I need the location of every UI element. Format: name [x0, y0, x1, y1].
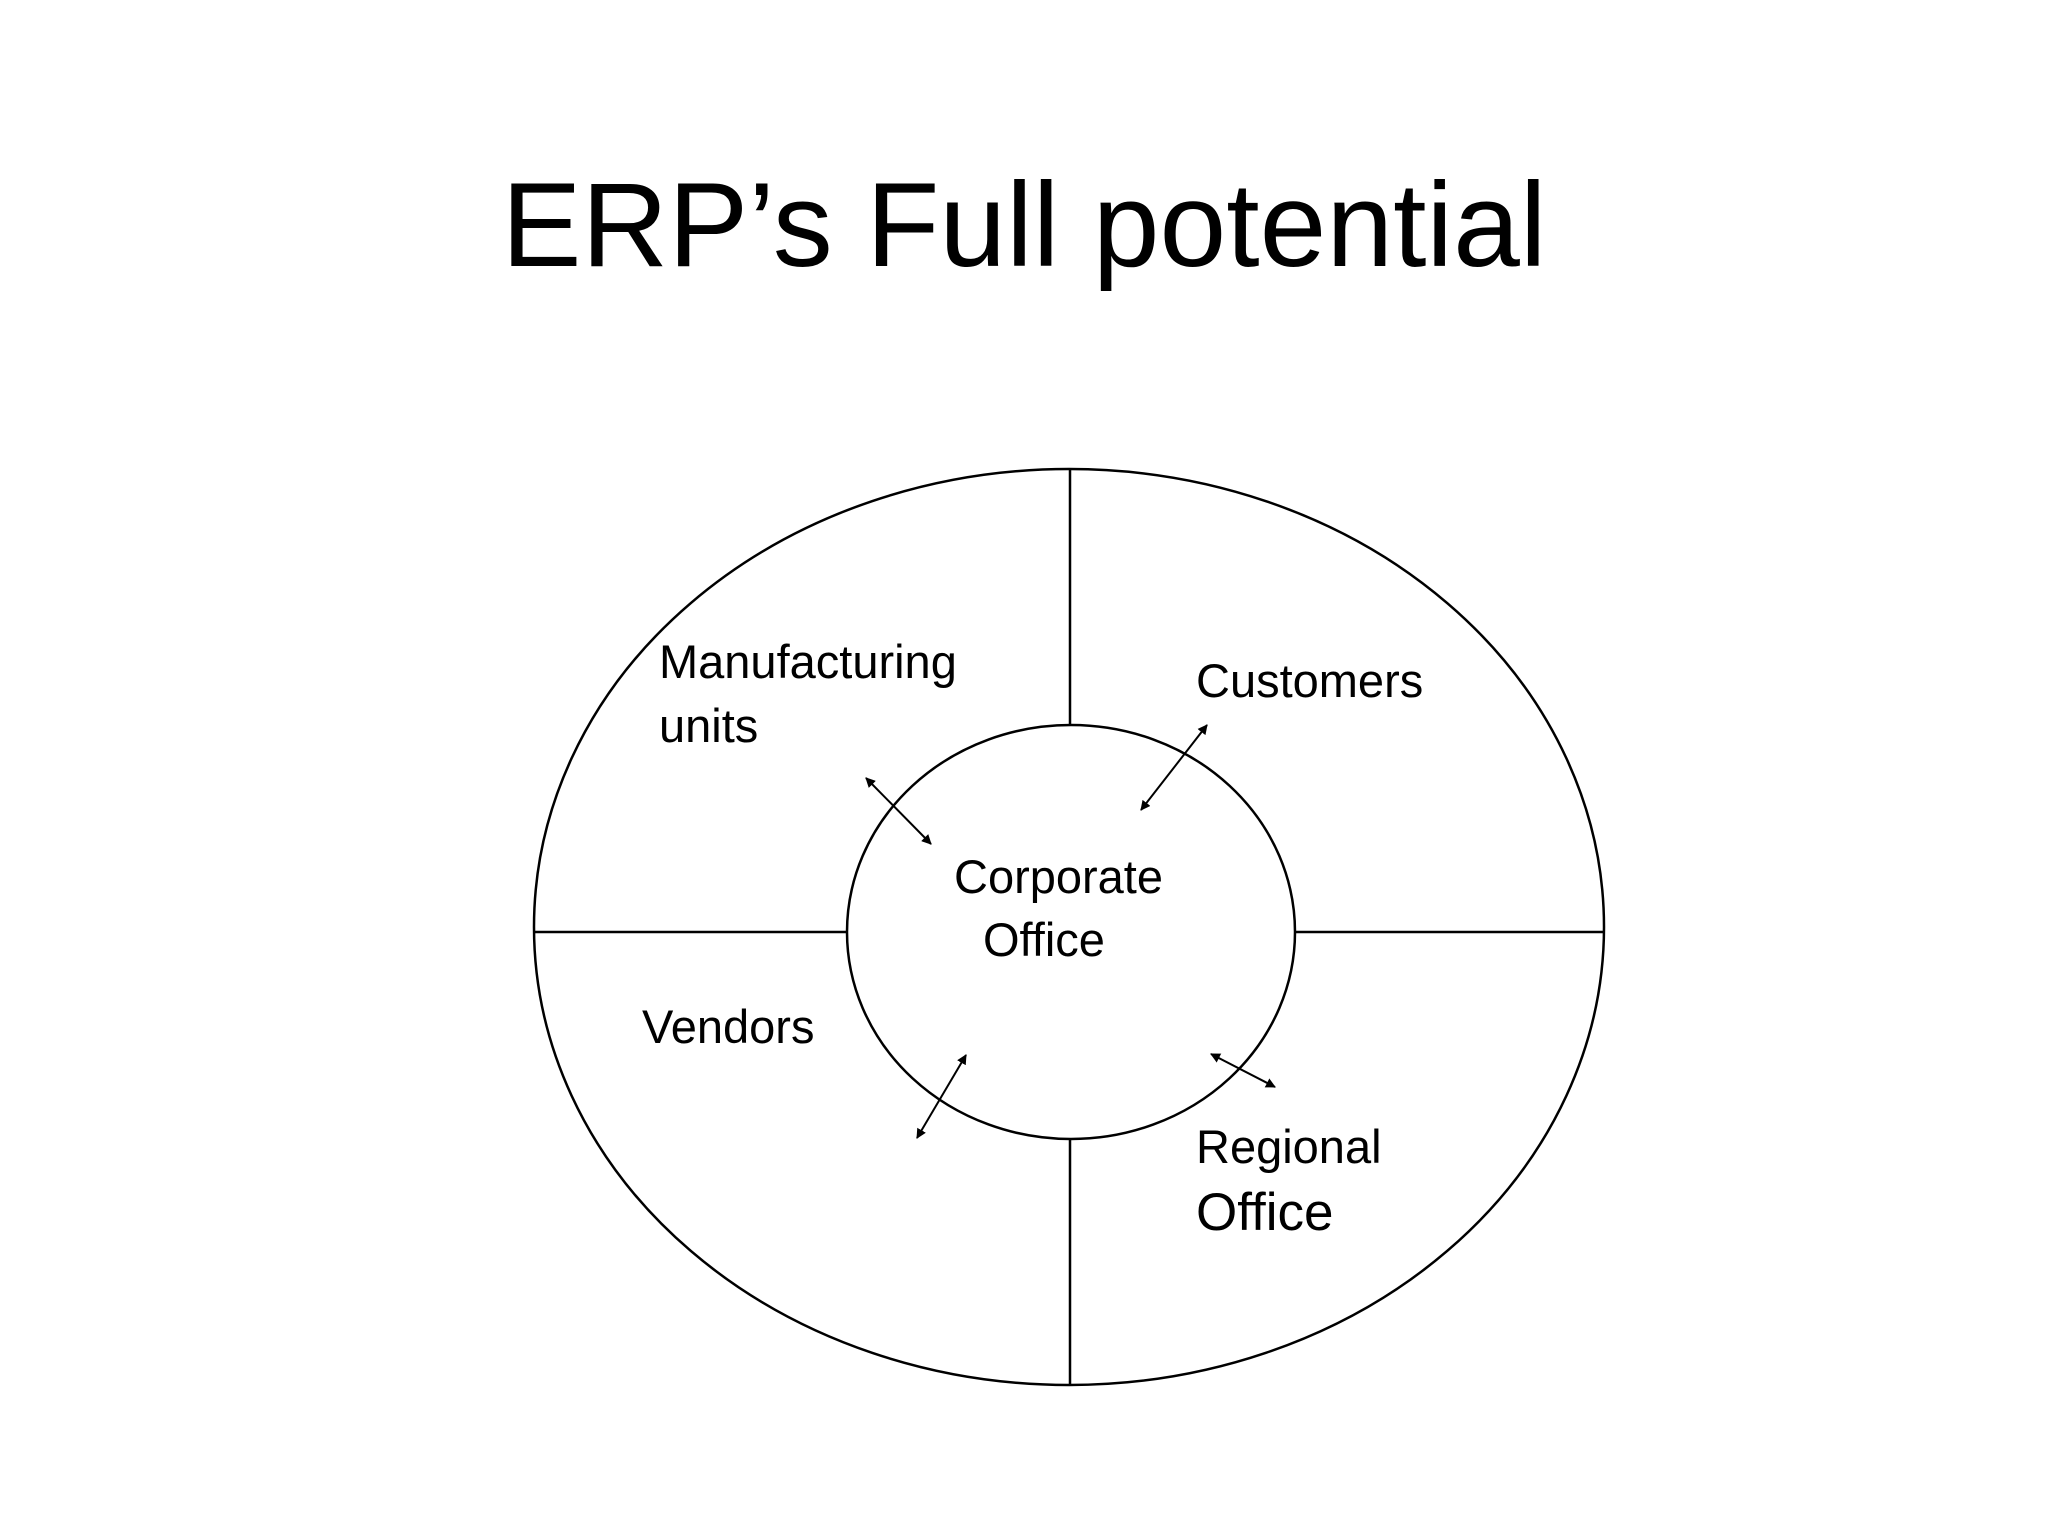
- label-corporate-line2: Office: [983, 913, 1105, 966]
- arrow-regional: [1210, 1053, 1276, 1088]
- arrow-customers: [1140, 724, 1208, 811]
- arrow-manufacturing: [865, 777, 932, 845]
- arrow-vendors: [916, 1054, 967, 1139]
- slide-title: ERP’s Full potential: [501, 158, 1547, 292]
- label-manufacturing-line2: units: [659, 699, 758, 752]
- label-regional-line1: Regional: [1196, 1120, 1382, 1173]
- label-corporate-line1: Corporate: [954, 850, 1163, 903]
- label-regional-line2: Office: [1196, 1183, 1333, 1242]
- label-manufacturing-line1: Manufacturing: [659, 635, 957, 688]
- label-customers: Customers: [1196, 654, 1423, 707]
- label-vendors: Vendors: [642, 1000, 814, 1053]
